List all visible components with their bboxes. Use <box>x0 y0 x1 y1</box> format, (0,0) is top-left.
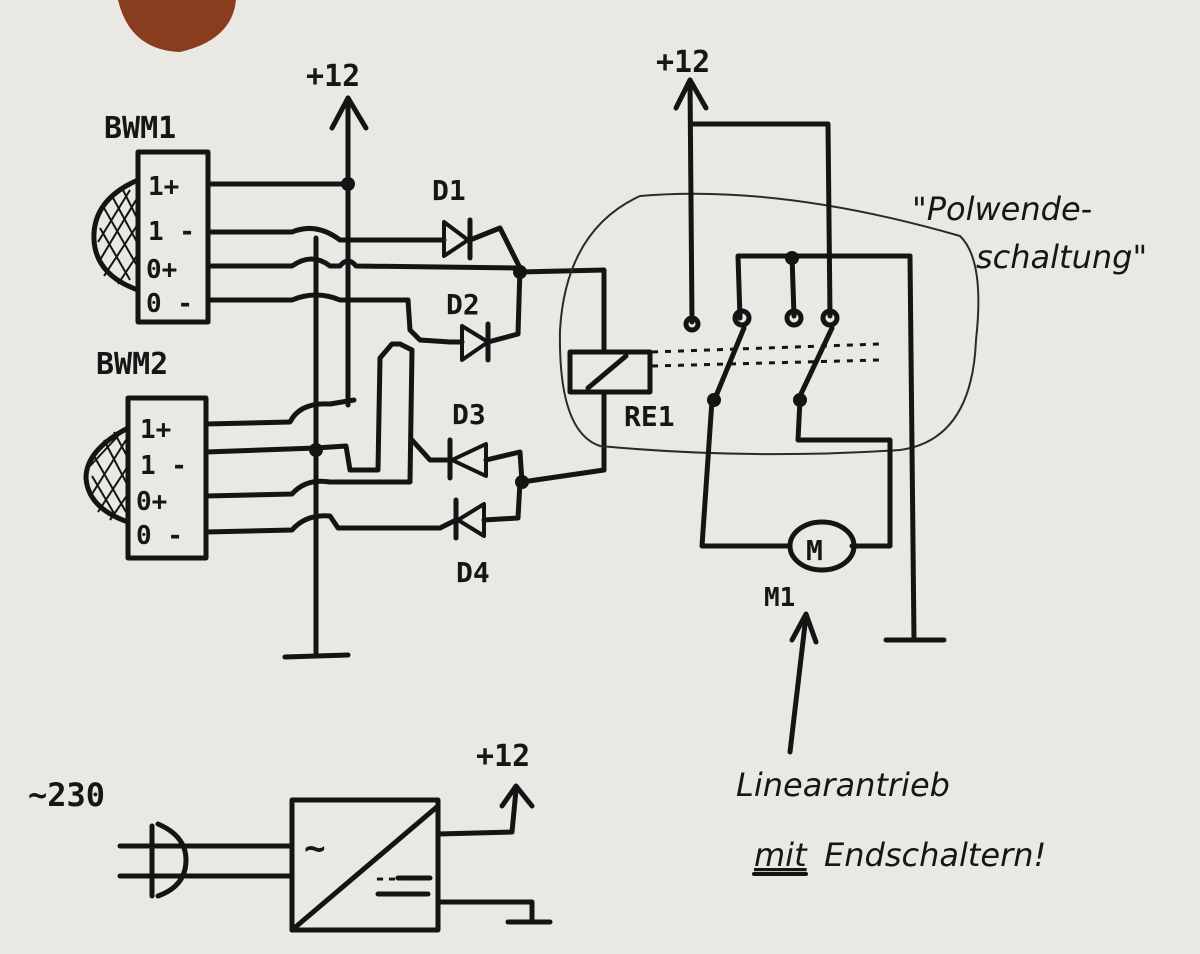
wires-bwm2 <box>203 341 443 535</box>
psu-output <box>435 783 553 925</box>
diode-d1 <box>437 217 523 271</box>
motor-symbol: M <box>806 534 823 567</box>
diode-label-d3: D3 <box>452 398 486 431</box>
diode-label-d1: D1 <box>432 174 466 207</box>
relay-label: RE1 <box>624 400 675 433</box>
bwm1-pin-1m: 1 - <box>148 217 195 247</box>
junction-dot <box>341 177 355 191</box>
diode-d4 <box>437 479 523 541</box>
motor-label: M1 <box>764 583 795 613</box>
bwm1-pin-0m: 0 - <box>146 289 193 319</box>
bwm1-pin-1p: 1+ <box>148 172 179 202</box>
relay-contacts <box>683 253 947 643</box>
sensor-dome-hatch <box>89 431 129 521</box>
supply-12v-left <box>329 95 369 408</box>
psu-output-label: +12 <box>476 739 530 774</box>
relay-linkage <box>651 358 881 368</box>
mains-label: ~230 <box>28 776 105 814</box>
bwm2-pin-1p: 1+ <box>140 415 171 445</box>
linear-note-2: Endschaltern! <box>824 836 1046 874</box>
supply-label-left: +12 <box>306 59 360 94</box>
diode-d2 <box>447 265 523 363</box>
corner-mark <box>118 0 236 52</box>
supply-12v-right <box>673 77 833 325</box>
relay-coil <box>517 267 653 485</box>
power-supply-unit <box>289 797 441 933</box>
bwm2-pin-1m: 1 - <box>140 451 187 481</box>
diode-label-d4: D4 <box>456 556 490 589</box>
sensor-dome-hatch <box>97 187 139 285</box>
bwm1-pin-0p: 0+ <box>146 255 177 285</box>
sensor2-label: BWM2 <box>96 347 168 382</box>
bwm2-pin-0p: 0+ <box>136 487 167 517</box>
junction-dot <box>309 443 323 457</box>
annotation-arrow <box>787 611 819 755</box>
psu-dc-symbol: --- <box>374 866 410 890</box>
sensor-bwm1 <box>91 149 211 325</box>
wires-bwm1 <box>205 181 523 345</box>
polwende-boundary <box>558 192 980 456</box>
linear-note-mit: mit <box>754 836 808 874</box>
polwende-note-1: "Polwende- <box>912 190 1092 228</box>
polwende-note-2: schaltung" <box>976 238 1147 276</box>
motor-m1 <box>699 397 893 573</box>
psu-ac-symbol: ~ <box>304 828 326 869</box>
bwm2-pin-0m: 0 - <box>136 521 183 551</box>
diode-d3 <box>409 437 525 485</box>
sensor1-label: BWM1 <box>104 111 176 146</box>
linear-note-1: Linearantrieb <box>736 766 950 804</box>
junction-dot <box>785 251 799 265</box>
diode-label-d2: D2 <box>446 288 480 321</box>
supply-label-right: +12 <box>656 45 710 80</box>
mains-plug <box>117 821 295 899</box>
sensor-bwm2 <box>83 395 209 561</box>
relay-linkage <box>651 342 881 354</box>
